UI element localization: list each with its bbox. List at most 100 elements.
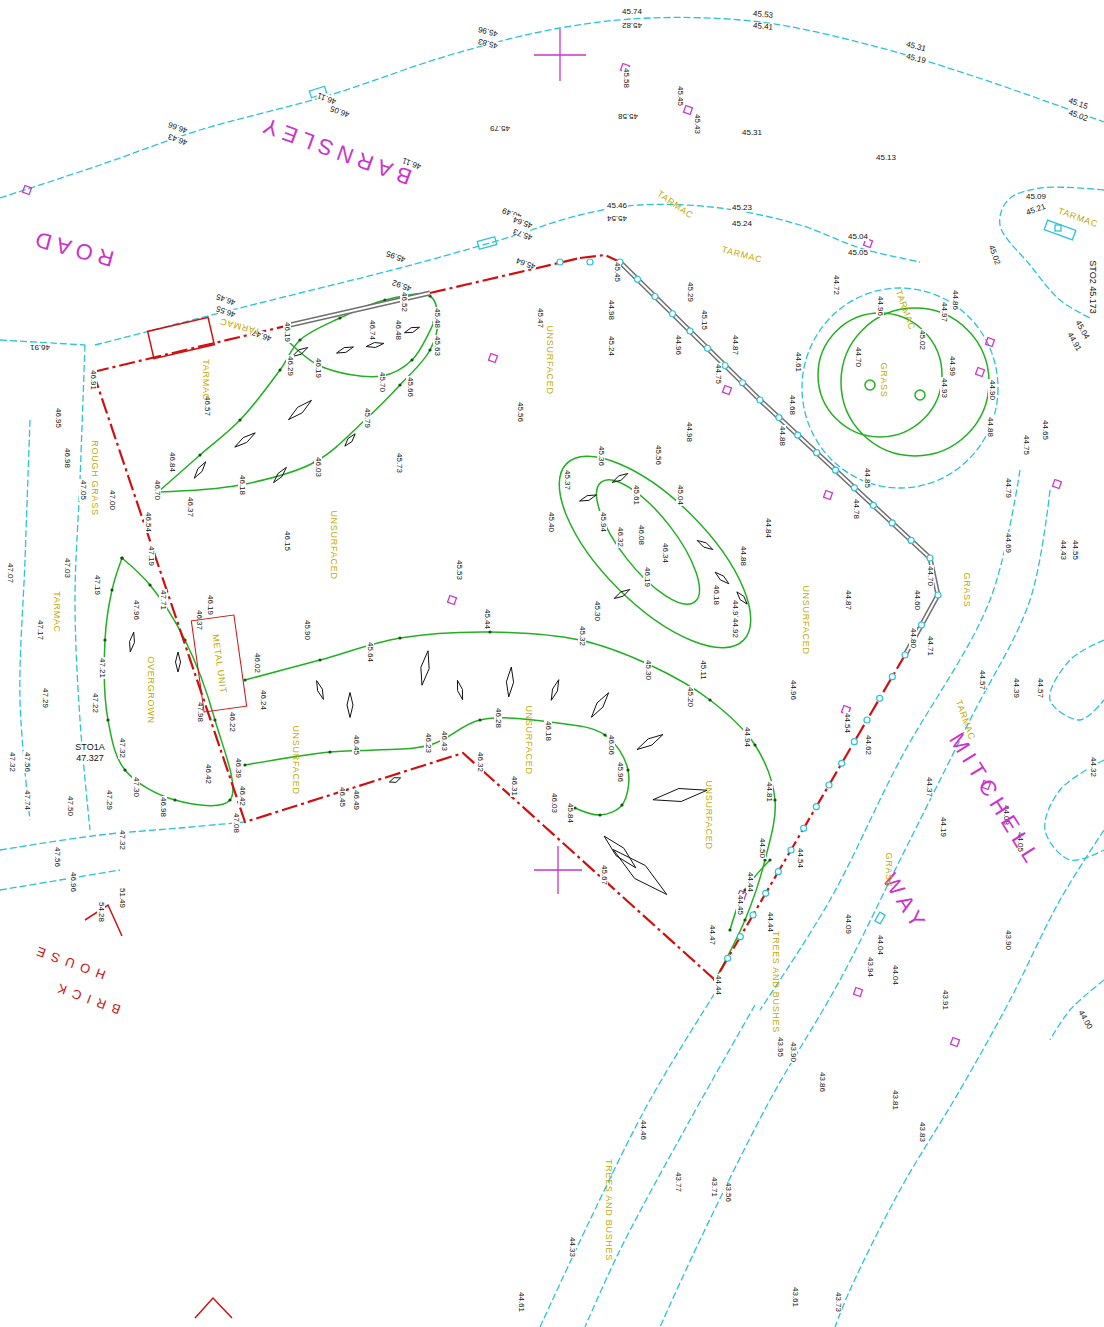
slope-mark [613,850,667,895]
slope-mark [653,789,707,802]
spot-height: 44.39 [1012,677,1020,699]
spot-height: 46.52 [400,291,408,313]
spot-height: 43.71 [710,1176,718,1198]
spot-height: 44.75 [1022,434,1030,456]
kerb-line [540,985,720,1327]
slope-mark [591,693,608,718]
slope-mark [274,467,287,482]
spot-height: 46.19 [283,321,291,343]
spot-height: 45.96 [616,761,624,783]
spot-height: 45.21 [1024,202,1047,217]
kerb-line [0,17,1104,198]
surface-note: GRASS [884,852,893,887]
level-point [753,743,756,746]
fence-post [788,847,794,853]
spot-height: 44.92 [731,617,739,639]
spot-height: 44.65 [1041,419,1049,441]
station-marker [1053,480,1062,489]
surface-note: UNSURFACED [704,780,713,849]
spot-height: 46.74 [368,319,376,341]
slope-mark [421,651,429,685]
spot-height: 45.20 [686,686,694,708]
building-name: BRICK [50,980,122,1017]
spot-height: 45.90 [303,619,311,641]
surface-note: UNSURFACED [524,705,533,774]
slope-mark [580,495,597,501]
boundary-line [93,372,715,980]
kerb-line [660,490,1050,1327]
spot-height: 44.68 [788,394,796,416]
spot-height: 44.45 [736,894,744,916]
fence-post [813,804,819,810]
spot-height: 45.94 [599,511,607,533]
surface-note: ROUGH GRASS [90,440,99,515]
fence-post [908,537,914,543]
spot-height: 45.09 [1025,193,1047,201]
spot-height: 44.78 [852,498,860,520]
spot-height: 45.64 [366,641,374,663]
spot-height: 45.54 [606,214,628,222]
bank-lines [103,294,989,982]
road-name: MITCHELL [945,729,1045,870]
spot-height: 45.70 [378,371,386,393]
station-marker [448,596,457,605]
spot-height: 44.88 [778,425,786,447]
spot-height: 45.67 [600,864,608,886]
slope-mark [317,681,324,700]
surface-note: TREES AND BUSHES [771,931,780,1033]
spot-height: 44.04 [876,934,884,956]
spot-height: 43.90 [1004,929,1012,951]
spot-height: 47.19 [147,545,155,567]
spot-height: 47.19 [93,574,101,596]
spot-height: 45.02 [918,329,926,351]
bank-loop [530,427,780,677]
surface-note: UNSURFACED [291,725,300,794]
spot-height: 44.90 [988,379,996,401]
spot-height: 43.81 [891,1089,899,1111]
fence-post [851,739,857,745]
spot-height: 44.99 [948,355,956,377]
spot-height: 47.50 [66,795,74,817]
slope-mark [604,836,636,868]
fence-post [557,259,563,265]
spot-height: 44.96 [789,679,797,701]
surface-note: UNSURFACED [545,325,554,394]
spot-height: 46.49 [352,789,360,811]
spot-height: 44.46 [639,1119,647,1141]
spot-height: 44.55 [1071,539,1079,561]
level-point [213,718,216,721]
level-point [110,588,113,591]
spot-height: 47.05 [79,479,87,501]
spot-height: 47.74 [23,789,31,811]
spot-height: 45.82 [621,21,643,29]
spot-height: 45.04 [847,233,869,241]
spot-height: 46.98 [159,796,167,818]
spot-height: 44.44 [746,871,754,893]
level-point [106,718,109,721]
level-point [243,763,246,766]
spot-height: 45.79 [363,407,371,429]
spot-height: 46.42 [238,785,246,807]
surface-note: TREES AND BUSHES [604,1159,613,1261]
slope-marks [130,327,748,894]
spot-height: 44.54 [796,847,804,869]
spot-height: 44.75 [714,363,722,385]
spot-height: 46.15 [283,530,291,552]
fence-post [705,345,711,351]
kerb-line [0,870,120,890]
kerb-line [95,204,920,345]
spot-height: 46.70 [153,479,161,501]
spot-height: 44.62 [864,734,872,756]
spot-height: 44.50 [758,837,766,859]
spot-height: 45.53 [752,10,775,20]
fence-post [670,311,676,317]
fence-post [737,934,743,940]
spot-height: 45.63 [433,335,441,357]
fence-post [757,397,763,403]
spot-height: 44.80 [909,627,917,649]
fence-post [750,912,756,918]
slope-mark [176,652,181,672]
fence-post [635,276,641,282]
spot-height: 46.18 [238,474,246,496]
